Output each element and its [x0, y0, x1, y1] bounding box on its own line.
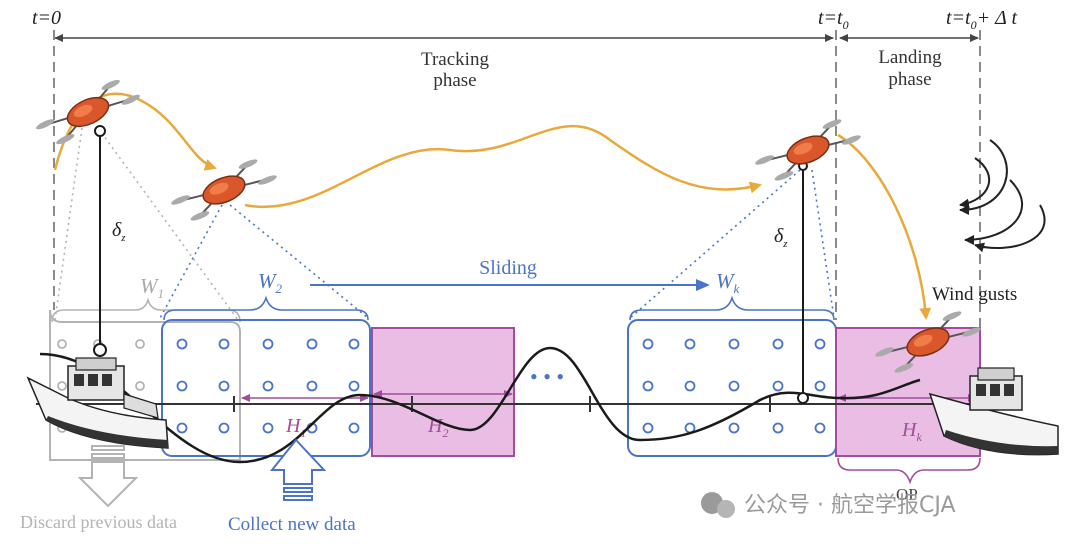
tracking-phase-label-1: Tracking	[421, 49, 489, 70]
data-point	[772, 422, 784, 434]
op-label: OP	[896, 485, 918, 504]
svg-text:Wk: Wk	[716, 269, 740, 296]
data-point	[176, 380, 188, 392]
drone-1-icon	[36, 79, 140, 145]
boat-left-icon	[26, 357, 169, 449]
time-label-end: t=t0+ Δ t	[946, 7, 1017, 32]
data-point	[814, 338, 826, 350]
uav-trajectory-mid	[244, 124, 762, 208]
landing-phase-label-1: Landing	[878, 47, 942, 68]
wind-gusts-label: Wind gusts	[932, 284, 1017, 305]
drone-2-icon	[171, 159, 277, 221]
tether-left-top-node	[94, 125, 106, 137]
data-point	[176, 338, 188, 350]
ellipsis-dots: • • •	[530, 364, 564, 389]
discard-label: Discard previous data	[20, 512, 177, 532]
collect-arrow-icon	[269, 438, 327, 501]
tracking-phase-label-2: phase	[433, 70, 476, 91]
data-point	[57, 381, 67, 391]
horizon-h1-label: H1	[285, 415, 306, 440]
tether-left-bottom-node	[93, 343, 107, 357]
w2-data-points	[176, 338, 360, 434]
svg-text:t=t0: t=t0	[818, 7, 849, 32]
data-point	[814, 422, 826, 434]
delta-left-label: δz	[112, 219, 126, 244]
data-point	[772, 338, 784, 350]
data-point	[218, 338, 230, 350]
boat-right-icon	[928, 367, 1059, 456]
data-point	[135, 339, 145, 349]
data-point	[262, 338, 274, 350]
view-cones	[54, 127, 835, 321]
horizon-h2-label: H2	[427, 415, 448, 440]
svg-text:t=t0+ Δ t: t=t0+ Δ t	[946, 7, 1017, 32]
data-point	[262, 380, 274, 392]
data-point	[348, 380, 360, 392]
data-point	[642, 422, 654, 434]
data-point	[728, 380, 740, 392]
data-point	[218, 380, 230, 392]
wk-data-points	[642, 338, 826, 434]
heave-wave	[39, 346, 921, 464]
data-point	[772, 380, 784, 392]
data-point	[642, 380, 654, 392]
data-point	[642, 338, 654, 350]
landing-phase-label-2: phase	[888, 69, 931, 90]
data-point	[684, 338, 696, 350]
data-point	[814, 380, 826, 392]
data-point	[728, 338, 740, 350]
data-point	[728, 422, 740, 434]
drone-4-icon	[875, 311, 981, 373]
data-point	[348, 422, 360, 434]
window-w2: W2	[161, 269, 371, 457]
wind-gust-arrows-icon	[959, 139, 1046, 253]
discard-arrow-icon	[77, 445, 139, 508]
delta-right-label: δz	[774, 225, 788, 250]
data-point	[135, 381, 145, 391]
uav-trajectory	[53, 92, 217, 171]
data-point	[348, 338, 360, 350]
data-point	[176, 422, 188, 434]
drone-3-icon	[755, 119, 861, 181]
data-point	[306, 380, 318, 392]
svg-text:W1: W1	[140, 274, 164, 301]
data-point	[57, 339, 67, 349]
horizon-hk-label: Hk	[901, 419, 922, 444]
time-label-switch: t=t0	[818, 7, 849, 32]
op-bracket	[837, 457, 981, 485]
data-point	[684, 380, 696, 392]
uav-trajectory-landing	[837, 133, 932, 320]
sliding-label: Sliding	[479, 257, 537, 279]
data-point	[218, 422, 230, 434]
collect-label: Collect new data	[228, 514, 356, 535]
data-point	[306, 338, 318, 350]
svg-text:W2: W2	[258, 269, 283, 296]
tether-right-bottom-node	[797, 392, 809, 404]
time-label-start: t=0	[32, 7, 61, 29]
svg-text:公众号 · 航空学报CJA: 公众号 · 航空学报CJA	[744, 493, 956, 518]
data-point	[262, 422, 274, 434]
watermark: 公众号 · 航空学报CJA	[701, 492, 956, 518]
